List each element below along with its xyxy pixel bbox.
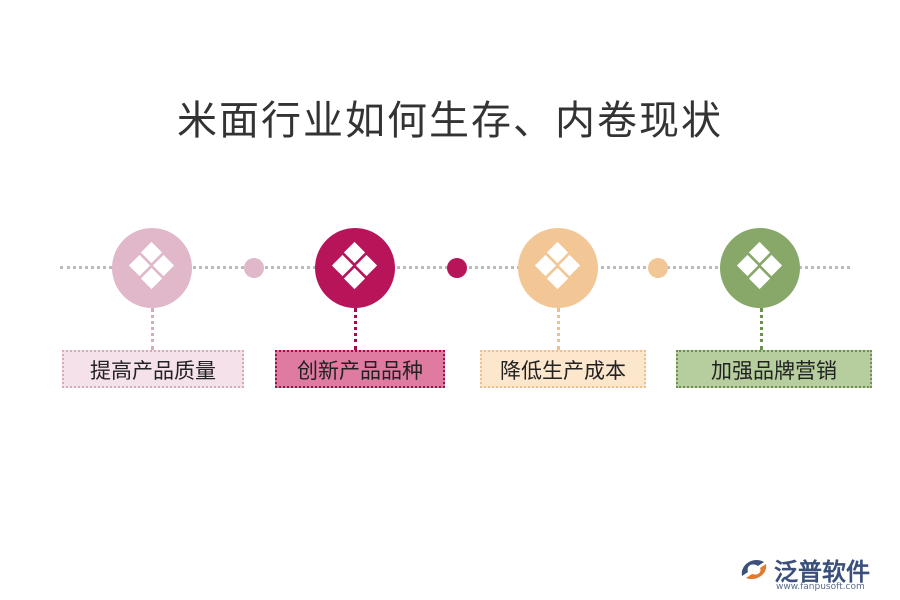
fanpu-logo-icon (741, 559, 767, 580)
step-stem-4 (760, 308, 763, 350)
brand-name: 泛普软件 (774, 558, 870, 586)
step-stem-3 (557, 308, 560, 350)
diamond-grid-icon (128, 241, 175, 290)
step-label-3: 降低生产成本 (480, 350, 646, 388)
diamond-grid-icon (331, 241, 378, 290)
step-circle-4 (720, 228, 800, 308)
connector-dot-1 (244, 258, 264, 278)
step-circle-3 (518, 228, 598, 308)
step-label-4: 加强品牌营销 (676, 350, 872, 388)
step-label-1: 提高产品质量 (62, 350, 244, 388)
connector-dot-3 (648, 258, 668, 278)
step-circle-2 (315, 228, 395, 308)
diamond-grid-icon (736, 241, 783, 290)
page-title: 米面行业如何生存、内卷现状 (177, 98, 723, 144)
step-stem-1 (151, 308, 154, 350)
brand-url: www.fanpusoft.com (776, 582, 865, 592)
step-circle-1 (112, 228, 192, 308)
brand-logo: 泛普软件 www.fanpusoft.com (738, 552, 888, 594)
connector-dot-2 (447, 258, 467, 278)
step-stem-2 (354, 308, 357, 350)
diamond-grid-icon (534, 241, 581, 290)
step-label-2: 创新产品品种 (275, 350, 445, 388)
